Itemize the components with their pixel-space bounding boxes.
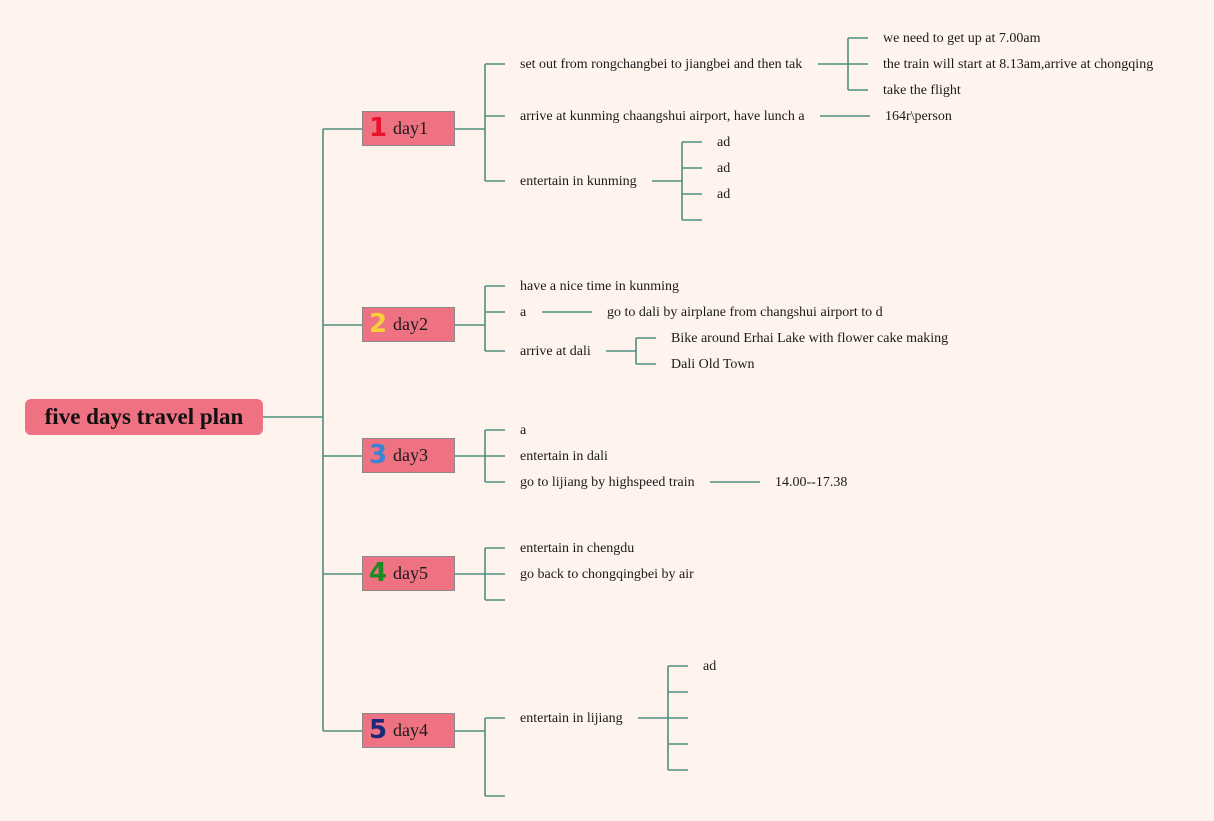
subtopic-ad[interactable]: ad (703, 659, 717, 674)
subtopic-dali-old-town[interactable]: Dali Old Town (671, 357, 755, 372)
subtopic-entertain-chengdu[interactable]: entertain in chengdu (520, 541, 635, 556)
day-node-2[interactable]: 2 day2 (362, 307, 455, 342)
day-label: day1 (393, 118, 428, 138)
number-3-icon: 3 (368, 440, 388, 470)
subtopic-wake-up[interactable]: we need to get up at 7.00am (883, 31, 1041, 46)
day-label: day4 (393, 720, 428, 740)
number-1-icon: 1 (368, 113, 388, 143)
subtopic-train-lijiang[interactable]: go to lijiang by highspeed train (520, 475, 695, 490)
number-2-icon: 2 (368, 309, 388, 339)
subtopic-fly-back[interactable]: go back to chongqingbei by air (520, 567, 694, 582)
day-node-5[interactable]: 5 day4 (362, 713, 455, 748)
subtopic-fly-to-dali[interactable]: go to dali by airplane from changshui ai… (607, 305, 883, 320)
number-4-icon: 4 (368, 558, 388, 588)
subtopic-entertain-dali[interactable]: entertain in dali (520, 449, 608, 464)
subtopic-arrive-kunming[interactable]: arrive at kunming chaangshui airport, ha… (520, 109, 805, 124)
subtopic-ad[interactable]: ad (717, 187, 731, 202)
subtopic-arrive-dali[interactable]: arrive at dali (520, 344, 591, 359)
day-label: day2 (393, 314, 428, 334)
number-5-icon: 5 (368, 715, 388, 745)
subtopic-entertain-kunming[interactable]: entertain in kunming (520, 174, 637, 189)
subtopic-ad[interactable]: ad (717, 135, 731, 150)
day-label: day3 (393, 445, 428, 465)
subtopic-a[interactable]: a (520, 423, 527, 438)
subtopic-a[interactable]: a (520, 305, 527, 320)
central-topic[interactable]: five days travel plan (25, 399, 263, 435)
day-label: day5 (393, 563, 428, 583)
subtopic-nice-time[interactable]: have a nice time in kunming (520, 279, 680, 294)
subtopic-lunch-price[interactable]: 164r\person (885, 109, 952, 124)
subtopic-depart[interactable]: set out from rongchangbei to jiangbei an… (520, 57, 803, 72)
subtopic-train-time[interactable]: the train will start at 8.13am,arrive at… (883, 57, 1154, 72)
day-node-4[interactable]: 4 day5 (362, 556, 455, 591)
subtopic-ad[interactable]: ad (717, 161, 731, 176)
day-node-3[interactable]: 3 day3 (362, 438, 455, 473)
subtopic-erhai-lake[interactable]: Bike around Erhai Lake with flower cake … (671, 331, 949, 346)
subtopic-take-flight[interactable]: take the flight (883, 83, 961, 98)
subtopic-train-time[interactable]: 14.00--17.38 (775, 475, 848, 490)
subtopic-entertain-lijiang[interactable]: entertain in lijiang (520, 711, 623, 726)
day-node-1[interactable]: 1 day1 (362, 111, 455, 146)
